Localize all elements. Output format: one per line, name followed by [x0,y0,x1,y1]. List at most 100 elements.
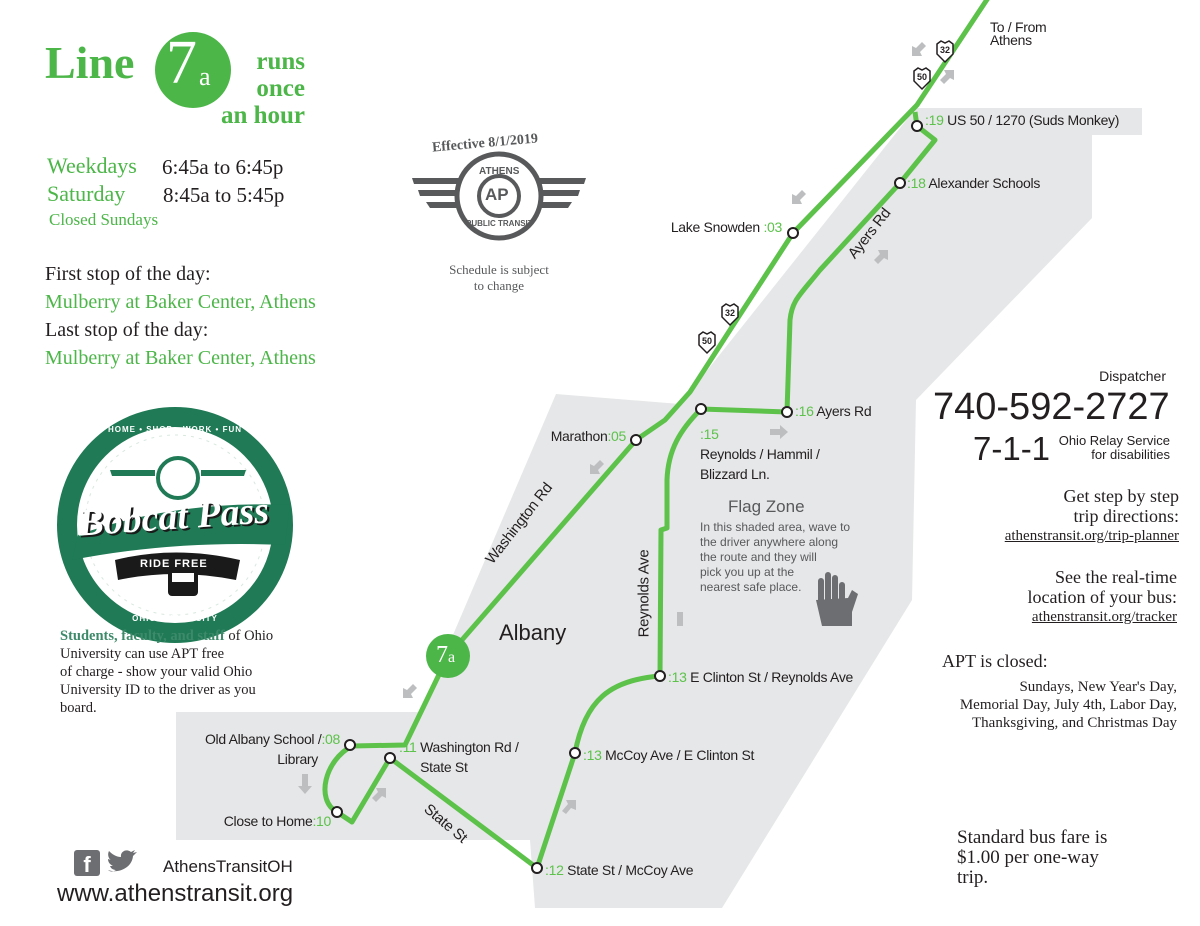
stop-marker[interactable] [331,806,343,818]
stop-label-mccoy-clinton[interactable]: :13 McCoy Ave / E Clinton St [583,747,755,763]
route-badge-number: 7 [436,642,448,668]
relay-number[interactable]: 7-1-1 [973,430,1051,467]
weekdays-label: Weekdays [47,153,137,178]
apt-monogram: AP [485,185,509,204]
flag-hand-icon [816,572,858,626]
stop-marker[interactable] [787,227,799,239]
direction-arrows [298,42,954,814]
route-badge-letter: a [448,649,456,666]
bobcat-text-rest: of Ohio [224,628,274,644]
relay-line: for disabilities [1091,447,1170,462]
arrow-icon [372,788,386,802]
closures-list: Sundays, New Year's Day, Memorial Day, J… [920,678,1177,732]
weekdays-time: 6:45a to 6:45p [162,155,284,179]
trip-line: trip directions: [1073,506,1179,526]
route-line [349,0,990,749]
closure-line: Memorial Day, July 4th, Labor Day, [959,697,1177,713]
arrow-icon [298,774,312,794]
first-stop-value: Mulberry at Baker Center, Athens [45,291,316,313]
flag-zone-line: the route and they will [700,550,817,564]
stop-label-suds-monkey[interactable]: :19 US 50 / 1270 (Suds Monkey) [925,112,1120,128]
highway-shields [698,40,954,355]
stop-marker[interactable] [531,862,543,874]
stop-label-alexander-schools[interactable]: :18 Alexander Schools [907,175,1041,191]
tracker-link[interactable]: athenstransit.org/tracker [1031,609,1177,625]
fare-line: $1.00 per one-way [957,847,1099,868]
us-32-shield-icon [721,303,739,327]
closed-sundays: Closed Sundays [49,210,159,229]
stop-label-clinton-reynolds[interactable]: :13 E Clinton St / Reynolds Ave [668,669,854,685]
arrow-icon [770,425,788,439]
runs-line: once [256,75,305,102]
bobcat-highlight: Students, faculty, and staff [60,628,225,644]
twitter-icon[interactable] [106,850,138,876]
bobcat-line: of charge - show your valid Ohio [60,664,253,680]
stop-label-washington-state[interactable]: :11 Washington Rd /State St [399,739,519,775]
closures-title: APT is closed: [942,651,1048,671]
stop-markers [331,120,923,874]
stop-label-close-to-home[interactable]: Close to Home:10 [223,813,332,829]
stop-marker[interactable] [894,177,906,189]
closure-line: Thanksgiving, and Christmas Day [972,715,1177,731]
tracker-block: See the real-time location of your bus: … [900,567,1177,627]
stop-marker[interactable] [695,403,707,415]
line-badge-icon [155,32,231,108]
fare-line: trip. [957,867,989,888]
trip-planner-block: Get step by step trip directions: athens… [900,486,1179,546]
road-label-reynolds: Reynolds Ave [635,549,653,638]
stop-marker[interactable] [569,747,581,759]
tracker-line: See the real-time [1055,567,1177,587]
apt-logo-top: ATHENS [479,166,520,177]
arrow-icon [677,606,683,626]
flag-zone-area [176,108,1142,908]
dispatcher-phone[interactable]: 740-592-2727 [933,386,1170,428]
arrow-icon [590,460,604,474]
us-50-shield-icon [698,331,716,355]
apt-logo [412,151,586,241]
stop-label-state-mccoy[interactable]: :12 State St / McCoy Ave [545,862,694,878]
bobcat-ring-bottom: OHIO UNIVERSITY [132,614,218,623]
flag-zone-line: the driver anywhere along [700,535,839,549]
flag-zone-line: In this shaded area, wave to [700,520,851,534]
bobcat-banner: RIDE FREE [140,558,208,570]
shield-label: 32 [724,308,735,318]
us-50-shield-icon [913,67,931,91]
arrow-icon [912,42,926,56]
stop-marker[interactable] [384,752,396,764]
last-stop-value: Mulberry at Baker Center, Athens [45,347,316,369]
fare-line: Standard bus fare is [957,827,1108,848]
stop-label-lake-snowden[interactable]: Lake Snowden :03 [670,219,782,235]
bobcat-line: University can use APT free [60,646,225,662]
line-badge-letter: a [199,62,211,91]
stop-label-ayers-rd[interactable]: :16 Ayers Rd [795,403,872,419]
saturday-label: Saturday [47,181,126,206]
fare-info: Standard bus fare is $1.00 per one-way t… [957,828,1107,888]
route-badge-icon [426,634,470,678]
bobcat-ring-top: HOME • SHOP • WORK • FUN [107,425,243,434]
bobcat-text: Students, faculty, and staff of Ohio Uni… [60,627,273,717]
flag-zone-title: Flag Zone [728,497,805,516]
town-label: Albany [499,620,567,645]
bobcat-pass-logo [57,407,293,643]
stop-marker[interactable] [654,670,666,682]
tracker-line: location of your bus: [1027,587,1177,607]
closure-line: Sundays, New Year's Day, [1019,679,1177,695]
shield-label: 50 [916,72,927,82]
line-word: Line [45,37,135,88]
trip-planner-link[interactable]: athenstransit.org/trip-planner [1004,528,1179,544]
social-handle[interactable]: AthensTransitOH [163,857,293,876]
stop-marker[interactable] [911,120,923,132]
stop-label-marathon[interactable]: Marathon:05 [550,428,627,444]
stop-marker[interactable] [344,739,356,751]
website-link[interactable]: www.athenstransit.org [57,880,294,907]
stop-marker[interactable] [630,434,642,446]
last-stop-label: Last stop of the day: [45,319,209,341]
arrow-icon [403,684,417,698]
relay-text: Ohio Relay Service for disabilities [1054,434,1170,462]
facebook-icon[interactable]: f [74,850,100,877]
runs-text: runs once an hour [214,48,305,129]
stop-marker[interactable] [781,406,793,418]
